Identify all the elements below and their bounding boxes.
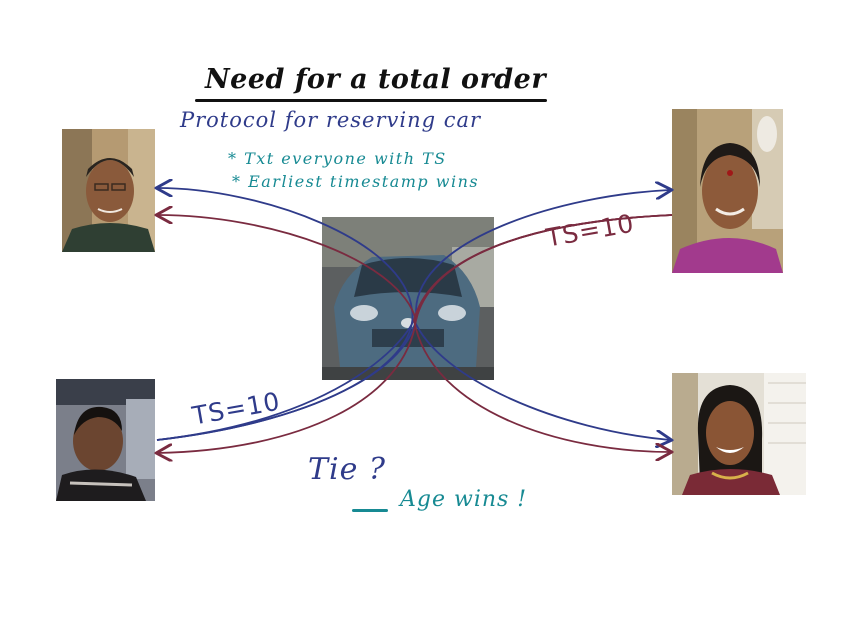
bullet-1: * Txt everyone with TS [228,149,447,168]
person-bottom-left-photo [56,379,155,501]
page-title: Need for a total order [205,64,547,95]
bullet-2: * Earliest timestamp wins [232,172,480,191]
tie-question: Tie ? [308,452,386,487]
person-top-left-photo [62,129,155,252]
person-bottom-right-photo [672,373,806,495]
blue-line-to-top-right [156,190,670,441]
maroon-line-to-bottom-right [413,214,672,452]
age-wins-note: Age wins ! [400,487,528,512]
page-subtitle: Protocol for reserving car [180,108,482,132]
person-top-right-photo [672,109,783,273]
age-wins-dash [352,509,388,512]
title-underline [195,99,547,102]
